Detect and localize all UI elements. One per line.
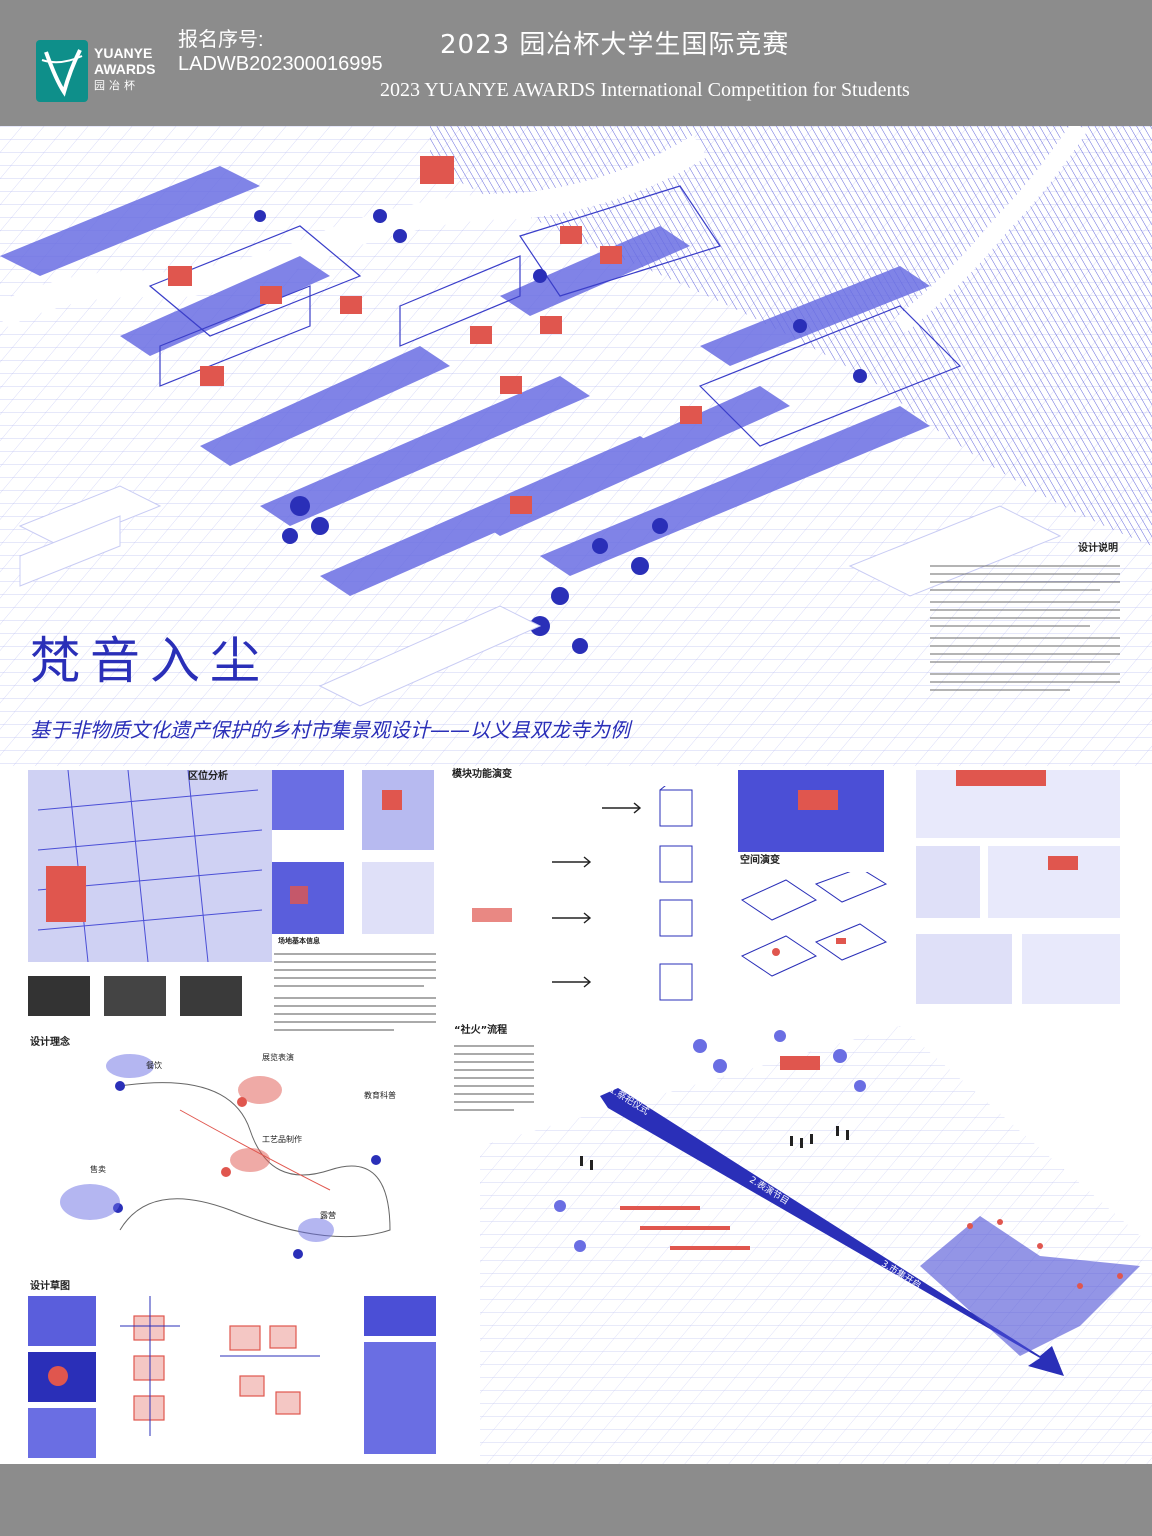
module-diagram — [472, 786, 693, 1001]
crowd-photo — [738, 770, 884, 852]
sketch-photo-1 — [28, 1296, 96, 1346]
section-design-desc: 设计说明 — [1078, 543, 1118, 554]
hero-axonometric-drawing — [0, 126, 1152, 766]
tree-clusters — [254, 209, 867, 654]
location-map-drawing — [37, 769, 263, 963]
competition-title-en: 2023 YUANYE AWARDS International Competi… — [380, 79, 910, 101]
sketch-photo-3 — [28, 1408, 96, 1458]
section-module: 模块功能演变 — [452, 769, 512, 780]
sketch-drawings — [120, 1296, 320, 1436]
sketch-photo-4 — [364, 1296, 436, 1336]
space-evolution-diagram — [740, 872, 888, 977]
concept-label-lodging: 露营 — [320, 1211, 336, 1220]
section-fire: “社火”流程 — [454, 1025, 508, 1036]
poster-subtitle: 基于非物质文化遗产保护的乡村市集景观设计——以义县双龙寺为例 — [30, 718, 630, 742]
photo-3 — [180, 976, 242, 1016]
section-concept: 设计理念 — [30, 1037, 70, 1048]
registration-number: LADWB202300016995 — [178, 53, 383, 75]
section-location: 区位分析 — [188, 771, 228, 782]
city-map — [362, 862, 434, 934]
registration-label: 报名序号: — [178, 29, 264, 51]
logo-text-cn: 园冶杯 — [94, 80, 139, 92]
header-bar: YUANYE AWARDS 园冶杯 报名序号: LADWB20230001699… — [0, 0, 1152, 126]
design-desc-text — [930, 562, 1120, 702]
render-2 — [916, 846, 980, 918]
aerial-photo — [272, 862, 344, 934]
temple-photo — [272, 770, 344, 830]
logo-text-awards: AWARDS — [94, 61, 156, 77]
sketch-photo-2 — [28, 1352, 96, 1402]
photo-1 — [28, 976, 90, 1016]
site-info-text — [274, 950, 436, 1040]
render-4 — [916, 934, 1012, 1004]
poster-content: 设计说明 梵音入尘 基于非物质文化遗产保护的乡村市集景观设计——以义县双龙寺为例… — [0, 126, 1152, 1464]
sketch-photo-5 — [364, 1342, 436, 1454]
concept-label-performance: 展览表演 — [262, 1053, 294, 1062]
location-map — [28, 769, 272, 963]
red-pavilions — [168, 156, 702, 514]
fire-text — [454, 1042, 534, 1122]
concept-label-selling: 售卖 — [90, 1165, 106, 1174]
concept-diagram — [60, 1054, 391, 1259]
yuanye-logo: YUANYE AWARDS 园冶杯 — [36, 40, 160, 102]
design-desc-lines — [930, 565, 1120, 691]
building-blocks — [0, 166, 930, 596]
river — [0, 134, 707, 328]
existing-buildings — [18, 485, 1062, 707]
render-1 — [916, 770, 1120, 838]
section-space: 空间演变 — [740, 855, 780, 866]
logo-mark-icon — [36, 40, 88, 102]
concept-label-dining: 餐饮 — [146, 1061, 162, 1070]
footer-bar — [0, 1464, 1152, 1536]
section-sketch: 设计草图 — [30, 1281, 70, 1292]
render-3 — [988, 846, 1120, 918]
logo-text-yuanye: YUANYE — [94, 45, 153, 61]
concept-label-craft: 工艺品制作 — [262, 1135, 302, 1144]
region-map — [362, 770, 434, 850]
fire-process-axonometric — [480, 1026, 1152, 1464]
photo-2 — [104, 976, 166, 1016]
render-5 — [1022, 934, 1120, 1004]
section-site-info: 场地基本信息 — [278, 937, 320, 945]
river-branch — [894, 126, 1088, 333]
concept-label-education: 教育科普 — [364, 1091, 396, 1100]
competition-title-cn: 2023 园冶杯大学生国际竞赛 — [440, 30, 790, 60]
poster-title: 梵音入尘 — [30, 632, 270, 690]
